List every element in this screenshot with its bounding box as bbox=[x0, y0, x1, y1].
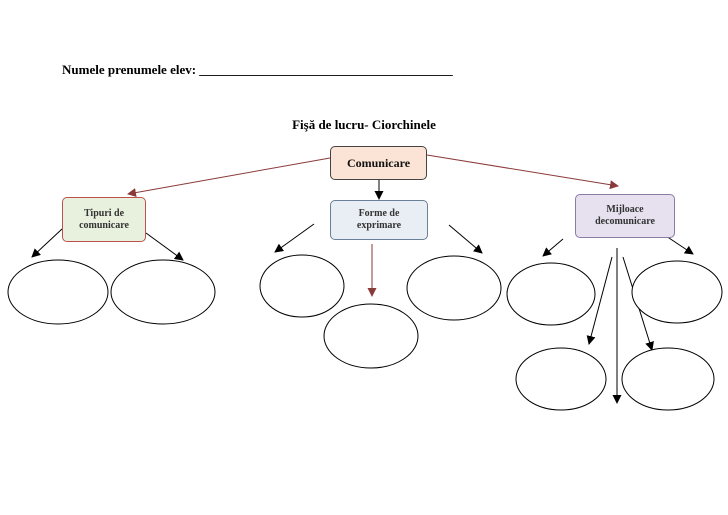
branch-node-label-line2: decomunicare bbox=[595, 216, 655, 227]
branch-node-tipuri-de-comunicare: Tipuri de comunicare bbox=[62, 197, 146, 242]
answer-ellipse-forme-3[interactable] bbox=[406, 255, 502, 321]
arrow-forme-left bbox=[274, 223, 315, 253]
answer-ellipse-tipuri-2[interactable] bbox=[110, 259, 216, 325]
branch-node-label-line2: comunicare bbox=[79, 219, 129, 231]
branch-node-mijloace-de-comunicare: Mijloace decomunicare bbox=[575, 194, 675, 238]
arrow-mijloace-left bbox=[542, 238, 564, 257]
root-node-comunicare: Comunicare bbox=[330, 146, 427, 180]
root-node-label: Comunicare bbox=[346, 156, 411, 170]
arrow-mijloace-down-left bbox=[586, 256, 613, 345]
arrow-forme-right bbox=[448, 224, 483, 254]
branch-node-label-line2: exprimare bbox=[356, 220, 402, 231]
arrow-tipuri-right bbox=[145, 232, 184, 261]
arrow-mijloace-right bbox=[665, 235, 694, 255]
student-name-field[interactable]: Numele prenumele elev: _________________… bbox=[62, 62, 453, 77]
branch-node-label-line1: Forme de bbox=[358, 208, 400, 219]
answer-ellipse-mijloace-1[interactable] bbox=[506, 262, 596, 326]
answer-ellipse-forme-2[interactable] bbox=[323, 303, 419, 369]
answer-ellipse-tipuri-1[interactable] bbox=[7, 259, 109, 325]
branch-node-forme-de-exprimare: Forme de exprimare bbox=[330, 200, 428, 240]
answer-ellipse-mijloace-2[interactable] bbox=[631, 260, 723, 324]
arrow-root-to-tipuri bbox=[127, 157, 331, 198]
worksheet-title: Fişă de lucru- Ciorchinele bbox=[292, 117, 436, 132]
arrow-tipuri-left bbox=[31, 228, 63, 258]
answer-ellipse-mijloace-4[interactable] bbox=[621, 347, 715, 411]
branch-node-label-line1: Tipuri de bbox=[83, 207, 125, 219]
branch-node-label-line1: Mijloace bbox=[606, 204, 644, 215]
arrow-root-to-mijloace bbox=[426, 154, 619, 190]
answer-ellipse-mijloace-3[interactable] bbox=[515, 347, 607, 411]
answer-ellipse-forme-1[interactable] bbox=[259, 254, 345, 318]
